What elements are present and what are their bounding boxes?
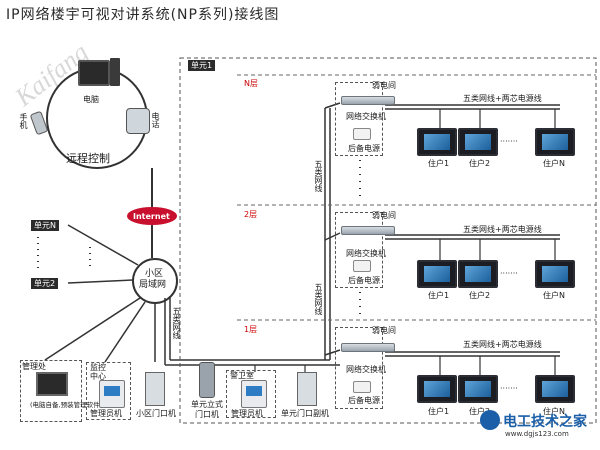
hub-label-line2: 局域网 bbox=[139, 280, 167, 290]
dots-2: ······· bbox=[500, 269, 518, 278]
standing-door-label-1: 单元立式 bbox=[191, 400, 223, 409]
guard-room-label: 警卫室 bbox=[230, 371, 254, 380]
indoor-monitor-1n[interactable] bbox=[535, 375, 575, 403]
indoor-monitor-22[interactable] bbox=[458, 260, 498, 288]
weak-room-2-label: 弱电间 bbox=[372, 211, 396, 220]
network-switch-2-icon bbox=[341, 226, 395, 235]
mgmt-unit-icon-2[interactable] bbox=[241, 380, 267, 408]
switch-2-label: 网络交换机 bbox=[346, 249, 386, 258]
monitor-center-box bbox=[86, 362, 131, 420]
computer-icon bbox=[78, 60, 110, 86]
logo-icon bbox=[480, 410, 500, 430]
resident-n1-label: 住户1 bbox=[428, 159, 450, 168]
dots-1: ······· bbox=[500, 384, 518, 393]
unit-n-badge: 单元N bbox=[31, 220, 59, 231]
standing-door-station-icon[interactable] bbox=[199, 362, 215, 398]
mgmt-office-box bbox=[20, 360, 82, 422]
standing-door-label-2: 门口机 bbox=[195, 410, 219, 419]
resident-21-label: 住户1 bbox=[428, 291, 450, 300]
cable-2-label: 五类网线+两芯电源线 bbox=[463, 225, 542, 234]
guard-room-box bbox=[226, 370, 276, 418]
resident-12-label: 住户2 bbox=[469, 407, 491, 416]
weak-room-1-label: 弱电间 bbox=[372, 326, 396, 335]
weak-room-1 bbox=[335, 327, 383, 409]
mgmt-unit-label-2: 管理员机 bbox=[231, 409, 263, 418]
trunk-cable-label: 五类网线 bbox=[172, 307, 181, 339]
telephone-icon bbox=[126, 108, 150, 134]
psu-2-icon bbox=[353, 260, 371, 272]
mgmt-office-label: 管理处 bbox=[22, 362, 46, 371]
floor-n-label: N层 bbox=[244, 79, 258, 88]
floor-1-label: 1层 bbox=[244, 325, 258, 334]
resident-22-label: 住户2 bbox=[469, 291, 491, 300]
mgmt-unit-label-1: 管理员机 bbox=[90, 409, 122, 418]
indoor-monitor-11[interactable] bbox=[417, 375, 457, 403]
riser-cable-label-1: 五类网线 bbox=[314, 160, 323, 192]
network-switch-n-icon bbox=[341, 96, 395, 105]
network-switch-1-icon bbox=[341, 343, 395, 352]
mgmt-unit-icon-1[interactable] bbox=[99, 380, 125, 408]
remote-control-label: 远程控制 bbox=[66, 152, 110, 165]
psu-1-label: 后备电源 bbox=[348, 396, 380, 405]
switch-n-label: 网络交换机 bbox=[346, 112, 386, 121]
monitor-center-label-2: 中心 bbox=[90, 372, 106, 381]
psu-2-label: 后备电源 bbox=[348, 276, 380, 285]
psu-n-label: 后备电源 bbox=[348, 144, 380, 153]
psu-n-icon bbox=[353, 128, 371, 140]
weak-room-n bbox=[335, 82, 383, 156]
indoor-monitor-21[interactable] bbox=[417, 260, 457, 288]
telephone-label: 电话 bbox=[151, 112, 160, 128]
logo-text: 电工技术之家 bbox=[503, 414, 587, 430]
indoor-monitor-n1[interactable] bbox=[417, 128, 457, 156]
mgmt-computer-icon bbox=[36, 372, 68, 396]
cable-1-label: 五类网线+两芯电源线 bbox=[463, 340, 542, 349]
mobile-phone-label: 手机 bbox=[19, 113, 28, 129]
hub-label-line1: 小区 bbox=[145, 269, 164, 279]
indoor-monitor-n2[interactable] bbox=[458, 128, 498, 156]
internet-cloud bbox=[127, 207, 177, 225]
gate-station-icon[interactable] bbox=[145, 372, 165, 406]
floor-2-label: 2层 bbox=[244, 210, 258, 219]
unit-2-badge: 单元2 bbox=[31, 278, 59, 289]
resident-nn-label: 住户N bbox=[543, 159, 565, 168]
sub-door-label: 单元门口副机 bbox=[281, 409, 329, 418]
indoor-monitor-2n[interactable] bbox=[535, 260, 575, 288]
page-title: IP网络楼宇可视对讲系统(NP系列)接线图 bbox=[6, 7, 280, 23]
indoor-monitor-12[interactable] bbox=[458, 375, 498, 403]
switch-1-label: 网络交换机 bbox=[346, 365, 386, 374]
logo-url: www.dgjs123.com bbox=[505, 430, 569, 438]
computer-tower-icon bbox=[110, 58, 120, 86]
resident-11-label: 住户1 bbox=[428, 407, 450, 416]
cable-n-label: 五类网线+两芯电源线 bbox=[463, 94, 542, 103]
psu-1-icon bbox=[353, 381, 371, 393]
unit-1-badge: 单元1 bbox=[188, 60, 216, 71]
sub-door-station-icon[interactable] bbox=[297, 372, 317, 406]
weak-room-n-label: 弱电间 bbox=[372, 81, 396, 90]
riser-cable-label-2: 五类网线 bbox=[314, 283, 323, 315]
resident-n2-label: 住户2 bbox=[469, 159, 491, 168]
resident-2n-label: 住户N bbox=[543, 291, 565, 300]
gate-station-label: 小区门口机 bbox=[136, 409, 176, 418]
indoor-monitor-nn[interactable] bbox=[535, 128, 575, 156]
internet-label: Internet bbox=[133, 212, 170, 221]
mgmt-note-label: (电脑自备,预装管理软件) bbox=[30, 401, 103, 409]
weak-room-2 bbox=[335, 212, 383, 288]
monitor-center-label-1: 监控 bbox=[90, 363, 106, 372]
computer-label: 电脑 bbox=[83, 95, 99, 104]
resident-1n-label: 住户N bbox=[543, 407, 565, 416]
dots-n: ······· bbox=[500, 137, 518, 146]
